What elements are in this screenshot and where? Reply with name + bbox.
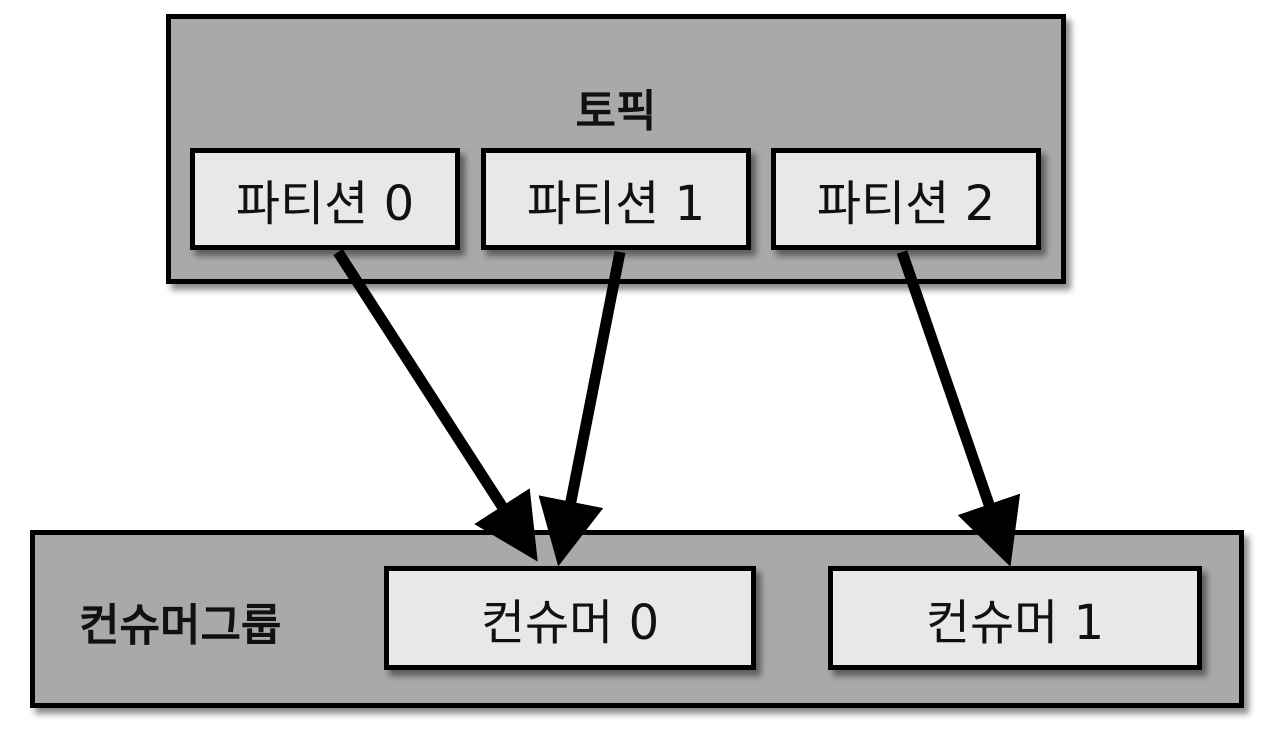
arrow-partition-2-to-consumer-1 [896,250,1021,567]
arrow-partition-1-to-consumer-0 [538,250,626,567]
partition-1-box: 파티션 1 [481,148,751,250]
arrow-partition-0-to-consumer-0 [333,249,538,562]
consumer-group-title: 컨슈머그룹 [79,600,282,651]
partition-2-box: 파티션 2 [771,148,1041,250]
partition-0-box: 파티션 0 [190,148,460,250]
topic-title: 토픽 [575,86,657,137]
consumer-1-box: 컨슈머 1 [828,566,1202,670]
consumer-0-box: 컨슈머 0 [384,566,756,670]
